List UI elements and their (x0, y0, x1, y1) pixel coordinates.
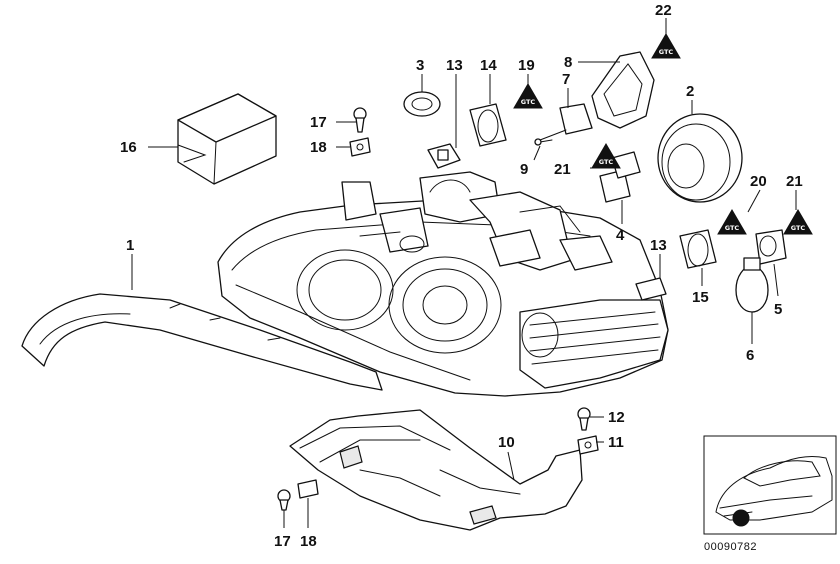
part-11-nut-lower (577, 435, 599, 455)
callout-22: 22 (655, 2, 672, 19)
svg-text:GTC: GTC (725, 224, 740, 232)
svg-text:GTC: GTC (791, 224, 806, 232)
callout-18-upper: 18 (310, 139, 327, 156)
part-2-headlight-cap (657, 113, 743, 203)
callout-17-upper: 17 (310, 114, 327, 131)
callout-13-lower: 13 (650, 237, 667, 254)
callout-7: 7 (562, 71, 570, 88)
warning-triangle-20: GTC (717, 209, 747, 235)
callout-13-upper: 13 (446, 57, 463, 74)
part-18-nut-bottom (297, 479, 319, 499)
callout-16: 16 (120, 139, 137, 156)
warning-triangle-21-upper: GTC (591, 143, 621, 169)
part-4-bulb (599, 151, 641, 203)
callout-3: 3 (416, 57, 424, 74)
svg-text:GTC: GTC (599, 158, 614, 166)
part-15-bulb-socket-lower (679, 229, 717, 269)
callout-18-bottom: 18 (300, 533, 317, 550)
warning-triangle-21-lower: GTC (783, 209, 813, 235)
callout-14: 14 (480, 57, 497, 74)
part-10-lower-bracket (289, 409, 583, 531)
svg-text:GTC: GTC (521, 98, 536, 106)
callout-1: 1 (126, 237, 134, 254)
part-5-socket-lower (755, 229, 787, 265)
part-7-socket (539, 103, 593, 141)
svg-text:GTC: GTC (659, 48, 674, 56)
callout-2: 2 (686, 83, 694, 100)
callout-8: 8 (564, 54, 572, 71)
callout-6: 6 (746, 347, 754, 364)
warning-triangle-19: GTC (513, 83, 543, 109)
callout-20: 20 (750, 173, 767, 190)
part-9-screw (534, 138, 553, 146)
callout-11: 11 (608, 434, 624, 451)
car-location-inset: 00090782 (703, 435, 837, 553)
headlight-housing (217, 171, 669, 397)
catalog-number: 00090782 (704, 541, 757, 553)
location-marker-icon (732, 509, 750, 527)
part-17-screw-bottom (277, 489, 291, 511)
warning-triangle-22: GTC (651, 33, 681, 59)
part-1-seal-strip (21, 293, 383, 391)
callout-21-lower: 21 (786, 173, 803, 190)
callout-19: 19 (518, 57, 535, 74)
part-12-screw-lower (577, 407, 591, 431)
callout-4: 4 (616, 227, 625, 244)
part-14-bulb-socket-upper (469, 103, 507, 147)
callout-10: 10 (498, 434, 515, 451)
part-13-bulb-upper (427, 143, 461, 169)
part-16-box (177, 93, 277, 185)
callout-5: 5 (774, 301, 782, 318)
callout-9: 9 (520, 161, 528, 178)
callout-21-upper: 21 (554, 161, 571, 178)
part-17-screw-upper (353, 107, 367, 133)
callout-12: 12 (608, 409, 625, 426)
leader-lines (131, 18, 797, 528)
part-18-nut-upper (349, 137, 371, 157)
part-3-ring (403, 91, 441, 117)
callout-numbers: 16 1 3 13 14 19 22 8 7 9 21 2 17 18 4 13… (120, 2, 803, 550)
part-8-holder (591, 51, 655, 129)
callout-17-bottom: 17 (274, 533, 291, 550)
part-6-indicator-bulb (735, 257, 769, 313)
callout-15: 15 (692, 289, 709, 306)
part-13-bulb-lower (635, 277, 667, 301)
